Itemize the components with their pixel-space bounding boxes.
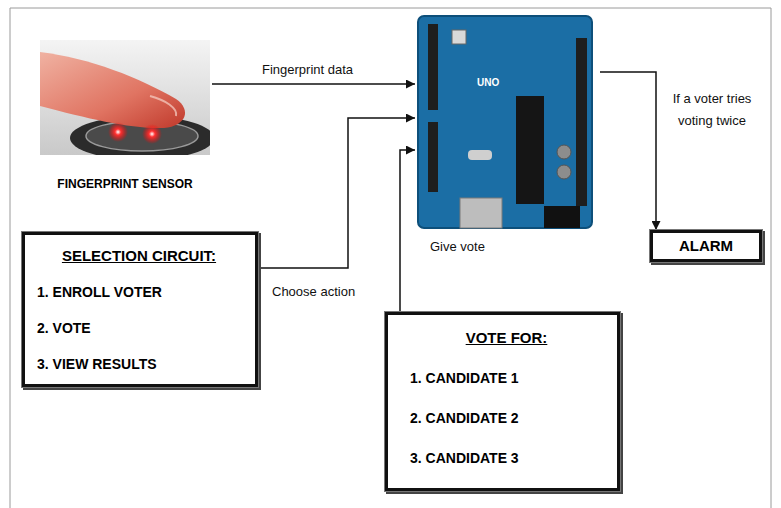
vote-box: VOTE FOR: 1. CANDIDATE 1 2. CANDIDATE 2 3. …	[385, 312, 620, 491]
pcb	[418, 16, 592, 228]
alarm-box: ALARM	[650, 230, 762, 262]
crystal	[468, 150, 492, 160]
option-text: 2. CANDIDATE 2	[410, 408, 603, 428]
option-text: 1. CANDIDATE 1	[410, 368, 603, 388]
fingernail-shine	[150, 96, 176, 116]
option-text: 1. ENROLL VOTER	[37, 282, 241, 302]
pin-header	[428, 122, 438, 192]
fingerprint-sensor: FINGERPRINT SENSOR	[38, 36, 212, 198]
fingerprint-photo	[40, 40, 210, 155]
arduino-picture	[418, 16, 592, 228]
box-heading: VOTE FOR:	[410, 328, 603, 348]
board-logo: UNO	[477, 77, 499, 89]
red-light	[108, 122, 128, 142]
selection-box: SELECTION CIRCUIT: 1. ENROLL VOTER 2. VOTE…	[22, 232, 258, 387]
box-text: ALARM	[679, 237, 733, 255]
finger	[40, 52, 185, 128]
edge-label: Choose action	[272, 284, 355, 300]
option-text: 3. CANDIDATE 3	[410, 448, 603, 468]
red-light	[142, 124, 162, 144]
edge-label: Fingerprint data	[262, 62, 353, 78]
component-label: FINGERPRINT SENSOR	[57, 177, 192, 192]
usb-port	[460, 198, 502, 228]
box-heading: SELECTION CIRCUIT:	[37, 246, 241, 266]
connector-arrow	[258, 118, 415, 268]
option-text: 2. VOTE	[37, 318, 241, 338]
capacitor	[557, 145, 571, 159]
connector-arrow	[400, 150, 415, 312]
pin-header	[576, 38, 587, 206]
photo-ground	[40, 40, 210, 155]
edge-label: If a voter tries voting twice	[672, 88, 752, 132]
edge-label: Give vote	[430, 239, 485, 255]
connector-arrow	[212, 83, 415, 85]
microcontroller-chip	[516, 96, 544, 204]
capacitor	[557, 165, 571, 179]
option-text: 3. VIEW RESULTS	[37, 354, 241, 374]
power-jack	[544, 206, 580, 228]
connector-arrow	[600, 72, 656, 230]
reset-button	[452, 30, 466, 44]
arduino-board: UNO	[415, 12, 600, 232]
pin-header	[428, 24, 438, 110]
page-frame	[10, 8, 771, 508]
